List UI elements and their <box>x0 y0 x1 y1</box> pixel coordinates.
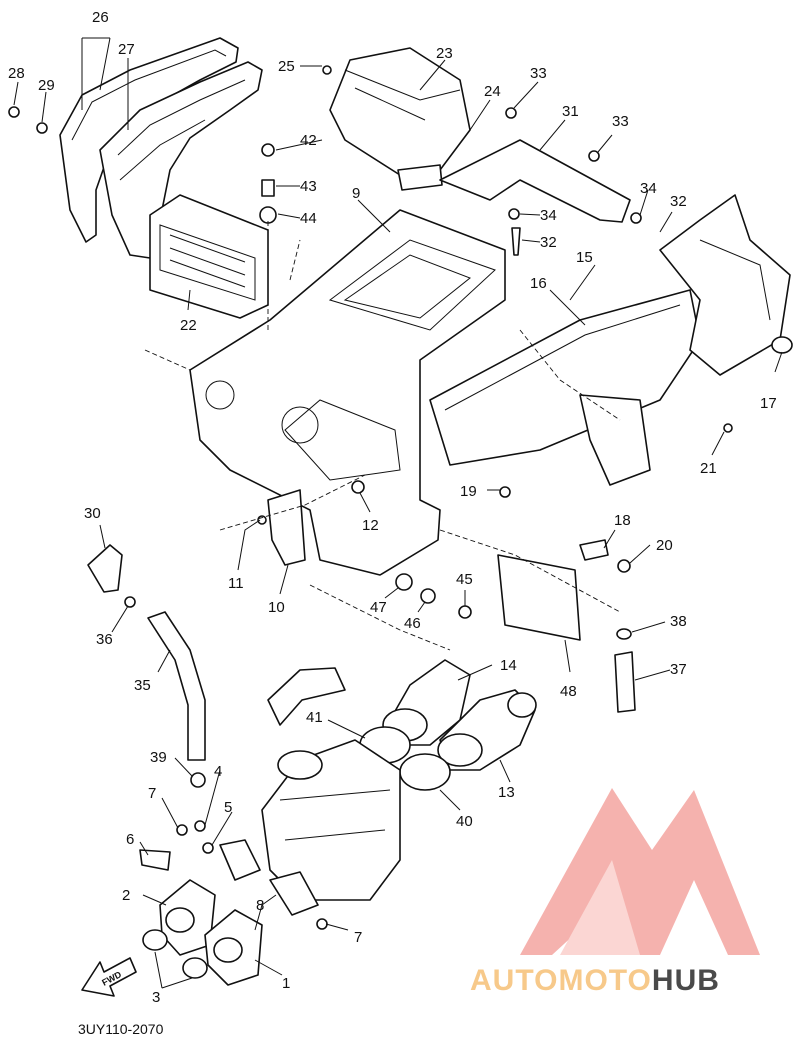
air-cleaner-cover <box>59 37 263 259</box>
callout-46: 46 <box>404 615 421 632</box>
intake-joints <box>359 659 537 791</box>
callout-12: 12 <box>362 517 379 534</box>
diagram-code: 3UY110-2070 <box>78 1021 164 1037</box>
callout-36: 36 <box>96 631 113 648</box>
callout-28: 28 <box>8 65 25 82</box>
callout-7-upper: 7 <box>148 785 156 802</box>
side-intake-17 <box>659 194 793 376</box>
bracket-31 <box>439 139 631 223</box>
carburetor-assembly <box>261 667 401 901</box>
leader-lines <box>13 37 783 989</box>
watermark-logo-mark <box>520 788 760 955</box>
callout-48: 48 <box>560 683 577 700</box>
callout-37: 37 <box>670 661 687 678</box>
callout-26: 26 <box>92 9 109 26</box>
callout-5: 5 <box>224 799 232 816</box>
callout-11: 11 <box>228 575 244 592</box>
callout-45: 45 <box>456 571 473 588</box>
callout-41: 41 <box>306 709 323 726</box>
fwd-arrow: FWD <box>81 957 137 997</box>
callout-47: 47 <box>370 599 387 616</box>
watermark-part2: HUB <box>652 964 720 997</box>
callout-35: 35 <box>134 677 151 694</box>
callout-7-lower: 7 <box>354 929 362 946</box>
callout-13: 13 <box>498 784 515 801</box>
callout-39: 39 <box>150 749 167 766</box>
callout-6: 6 <box>126 831 134 848</box>
callout-23: 23 <box>436 45 453 62</box>
callout-25: 25 <box>278 58 295 75</box>
callout-18: 18 <box>614 512 631 529</box>
callout-2: 2 <box>122 887 130 904</box>
callout-34-left: 34 <box>540 207 557 224</box>
callout-14: 14 <box>500 657 517 674</box>
callout-32-left: 32 <box>540 234 557 251</box>
callout-43: 43 <box>300 178 317 195</box>
callout-38: 38 <box>670 613 687 630</box>
callout-32-right: 32 <box>670 193 687 210</box>
callout-21: 21 <box>700 460 717 477</box>
callout-31: 31 <box>562 103 579 120</box>
callout-3: 3 <box>152 989 160 1006</box>
callout-10: 10 <box>268 599 285 616</box>
callout-33-right: 33 <box>612 113 629 130</box>
callout-30: 30 <box>84 505 101 522</box>
callout-15: 15 <box>576 249 593 266</box>
watermark-text: AUTOMOTOHUB <box>470 964 720 997</box>
callout-4: 4 <box>214 763 222 780</box>
callout-8: 8 <box>256 897 264 914</box>
callout-27: 27 <box>118 41 135 58</box>
callout-24: 24 <box>484 83 501 100</box>
intake-pipe-15 <box>429 289 701 486</box>
intake-manifolds <box>142 839 319 986</box>
callout-33-top: 33 <box>530 65 547 82</box>
callout-20: 20 <box>656 537 673 554</box>
callout-9: 9 <box>352 185 360 202</box>
callout-44: 44 <box>300 210 317 227</box>
callout-40: 40 <box>456 813 473 830</box>
callout-17: 17 <box>760 395 777 412</box>
drain-hose <box>87 544 206 761</box>
callout-42: 42 <box>300 132 317 149</box>
intake-duct-23 <box>329 47 471 191</box>
callout-labels: 26 27 28 29 25 23 33 24 31 33 42 43 44 9… <box>8 9 777 1006</box>
callout-1: 1 <box>282 975 290 992</box>
air-box-main <box>189 209 506 576</box>
fasteners <box>8 65 733 930</box>
filter-element <box>149 194 269 319</box>
callout-16: 16 <box>530 275 547 292</box>
callout-29: 29 <box>38 77 55 94</box>
watermark-part1: AUTOMOTO <box>470 964 652 997</box>
assembly-lines <box>144 218 621 651</box>
callout-34-right: 34 <box>640 180 657 197</box>
plate-48 <box>497 554 581 641</box>
callout-22: 22 <box>180 317 197 334</box>
pipe-37 <box>614 651 636 713</box>
callout-19: 19 <box>460 483 477 500</box>
